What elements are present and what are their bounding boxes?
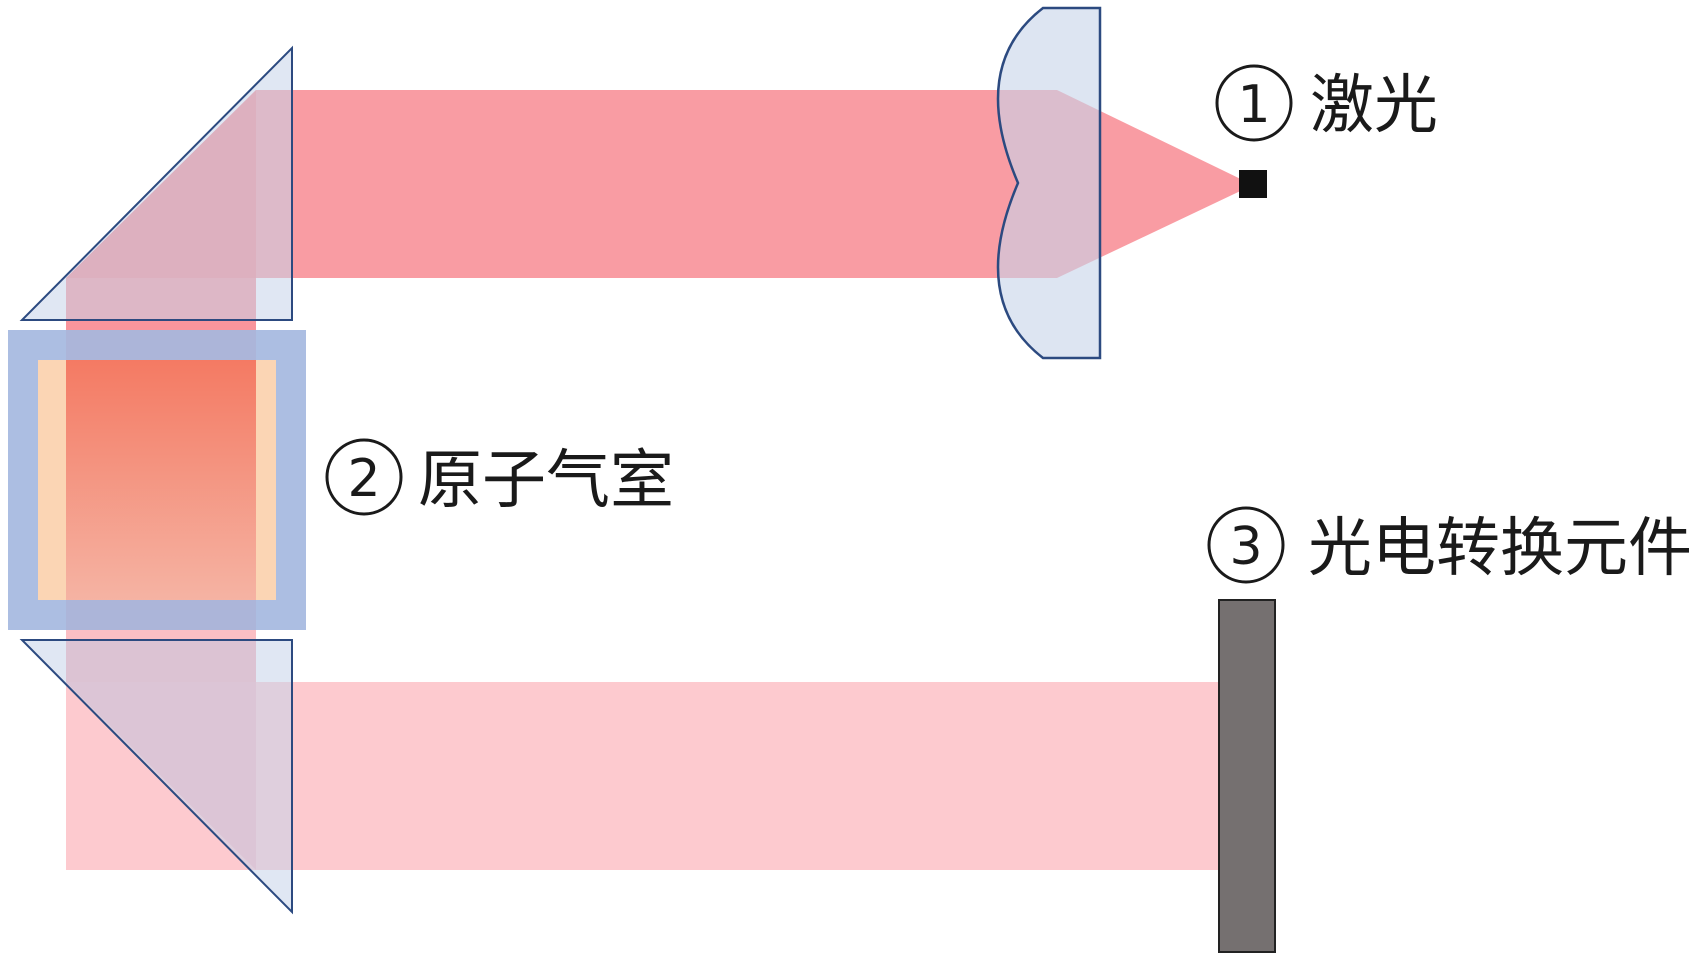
lower-prism — [19, 639, 293, 915]
photodetector-label: 3 光电转换元件 — [1207, 506, 1692, 586]
atom-cell-number-circle — [325, 438, 403, 516]
laser-source — [1239, 170, 1267, 198]
atom-vapor-cell — [8, 330, 306, 630]
laser-label-text: 激光 — [1310, 69, 1438, 143]
atom-cell-label: 2 原子气室 — [325, 438, 674, 518]
laser-number-circle — [1215, 64, 1293, 142]
laser-number: 1 — [1237, 75, 1270, 135]
photodetector-label-text: 光电转换元件 — [1308, 512, 1692, 586]
upper-beam — [256, 90, 1253, 278]
atom-cell-interior — [66, 360, 256, 600]
photodetector-number-circle — [1207, 506, 1285, 584]
laser-label: 1 激光 — [1215, 64, 1438, 143]
photodetector — [1218, 599, 1276, 953]
photodetector-number: 3 — [1229, 517, 1262, 577]
upper-prism — [19, 45, 293, 321]
collimating-lens — [996, 6, 1102, 360]
atom-cell-number: 2 — [347, 449, 380, 509]
atom-cell-label-text: 原子气室 — [418, 444, 674, 518]
